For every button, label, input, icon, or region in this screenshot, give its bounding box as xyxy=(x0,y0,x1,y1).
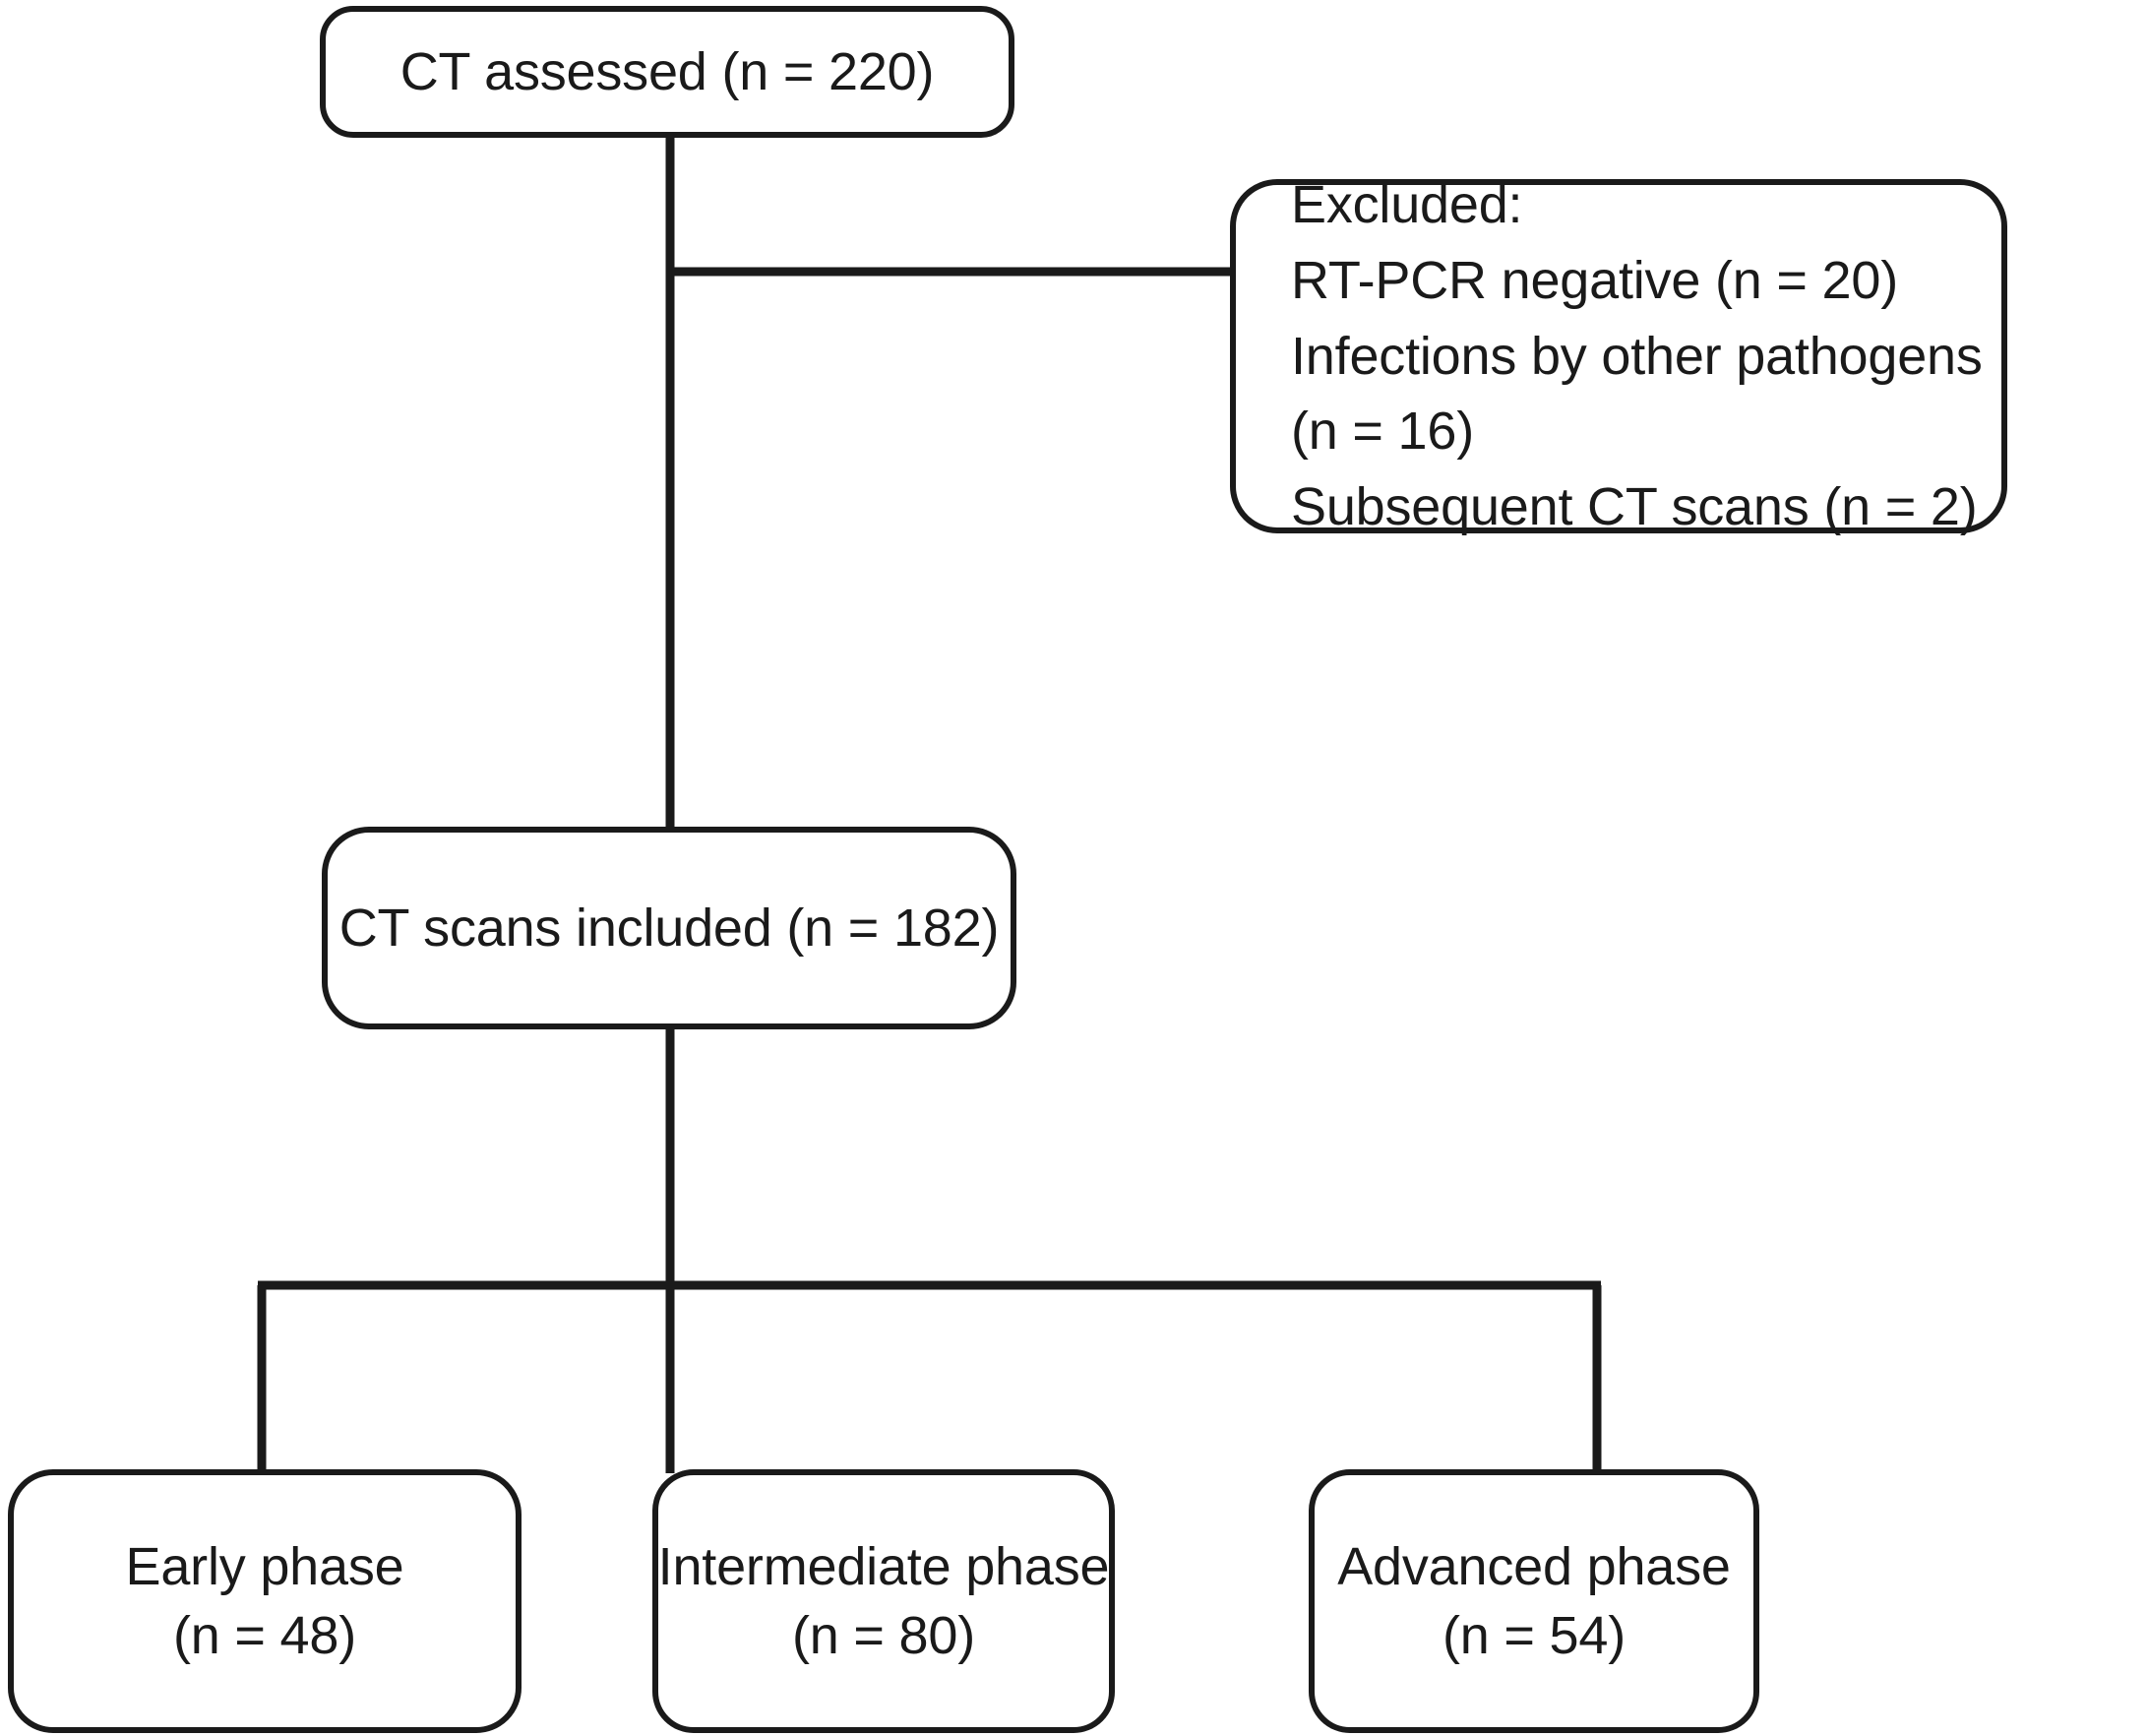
node-early-phase-line-1: Early phase xyxy=(125,1536,404,1596)
node-intermediate-phase-line-2: (n = 80) xyxy=(791,1606,975,1665)
node-excluded-line-5: Subsequent CT scans (n = 2) xyxy=(1291,477,1978,537)
node-early-phase-line-2: (n = 48) xyxy=(172,1606,356,1665)
node-ct-scans-included-line-1: CT scans included (n = 182) xyxy=(338,898,1000,958)
node-excluded-line-2: RT-PCR negative (n = 20) xyxy=(1291,251,1898,310)
node-ct-assessed: CT assessed (n = 220) xyxy=(320,6,1014,138)
node-advanced-phase-line-2: (n = 54) xyxy=(1442,1606,1626,1665)
node-advanced-phase: Advanced phase (n = 54) xyxy=(1309,1469,1759,1733)
node-excluded-line-3: Infections by other pathogens xyxy=(1291,326,1983,386)
node-intermediate-phase-line-1: Intermediate phase xyxy=(657,1536,1110,1596)
node-excluded: Excluded: RT-PCR negative (n = 20) Infec… xyxy=(1230,175,2007,536)
node-excluded-line-1: Excluded: xyxy=(1291,175,1523,235)
node-excluded-line-4: (n = 16) xyxy=(1291,402,1475,462)
node-early-phase: Early phase (n = 48) xyxy=(8,1469,522,1733)
node-ct-assessed-line-1: CT assessed (n = 220) xyxy=(399,41,935,101)
node-ct-scans-included: CT scans included (n = 182) xyxy=(322,827,1016,1029)
node-advanced-phase-line-1: Advanced phase xyxy=(1337,1536,1731,1596)
node-intermediate-phase: Intermediate phase (n = 80) xyxy=(652,1469,1115,1733)
